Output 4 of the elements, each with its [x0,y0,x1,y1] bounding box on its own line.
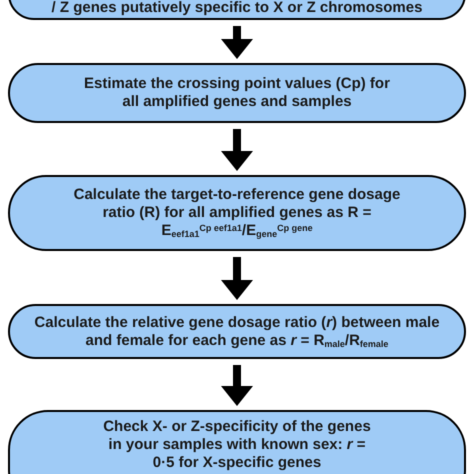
step-text: Estimate the crossing point values (Cp) for all amplified genes and samples [83,75,391,111]
step-text: Calculate the relative gene dosage ratio (r) between male and female for each gene as r = R$_{male}$/R$_{female}$ [33,314,441,350]
step-text: / Z genes putatively specific to X or Z chromosomes [52,0,422,17]
step-text: Check X- or Z-specificity of the genes in your samples with known sex: r = 0·5 for X-specific genes [102,418,372,472]
